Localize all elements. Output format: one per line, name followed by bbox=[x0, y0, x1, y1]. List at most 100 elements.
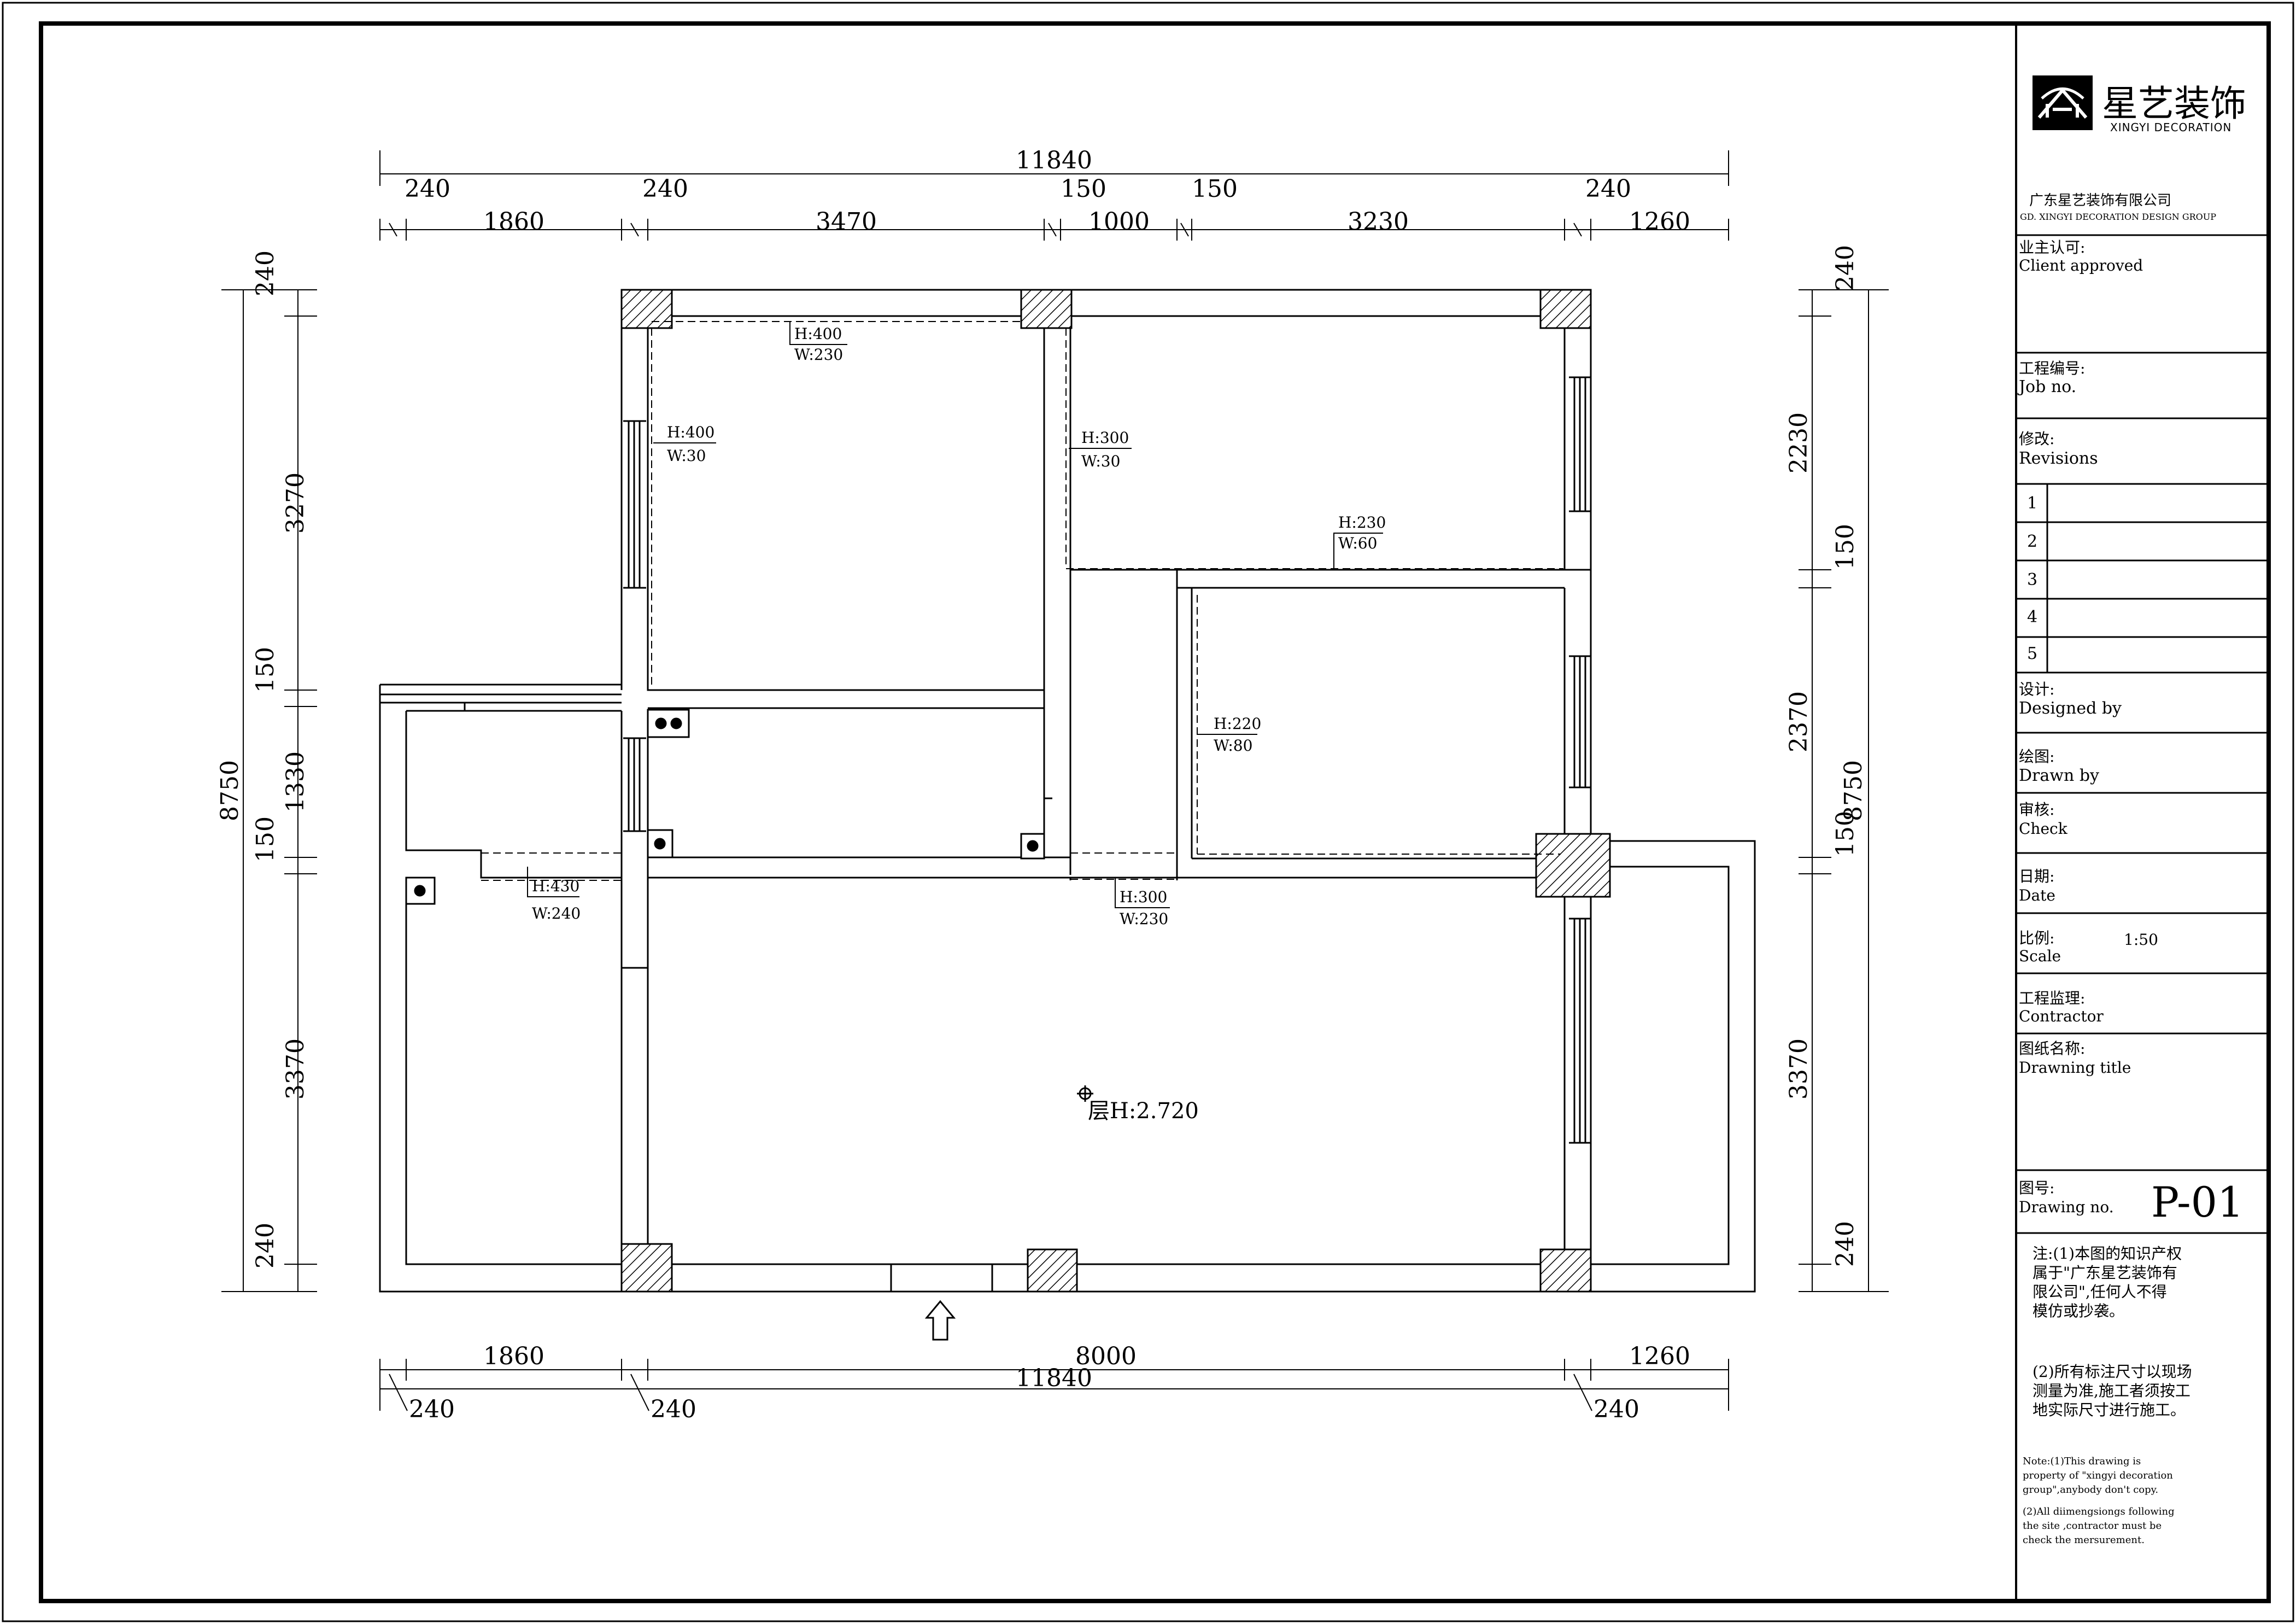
dim-top-room-4: 3230 bbox=[1348, 208, 1409, 236]
dim-top-room-2: 3470 bbox=[816, 208, 877, 236]
logo-cn-name: 星艺装饰 bbox=[2102, 83, 2246, 125]
dim-left-4: 1330 bbox=[282, 751, 309, 813]
title-block bbox=[2016, 234, 2269, 1234]
beam2-width: W:30 bbox=[667, 447, 706, 465]
beam3-width: W:30 bbox=[1081, 452, 1120, 470]
revision-row-4: 4 bbox=[2027, 607, 2037, 627]
floor-plan bbox=[379, 289, 1756, 1293]
dim-top-wall-3: 150 bbox=[1061, 175, 1106, 203]
note-cn-1a: 注:(1)本图的知识产权 bbox=[2033, 1245, 2182, 1263]
designed-by-en: Designed by bbox=[2019, 699, 2122, 718]
dim-top-wall-1: 240 bbox=[405, 175, 450, 203]
dim-left-5: 150 bbox=[251, 816, 279, 862]
beam1-width: W:230 bbox=[794, 346, 843, 364]
beam3-height: H:300 bbox=[1081, 429, 1129, 447]
dim-right-total: 8750 bbox=[1840, 760, 1867, 821]
beam-annotations: H:400 W:230 H:400 W:30 H:300 W:30 H:230 … bbox=[532, 325, 1386, 928]
dim-left-1: 240 bbox=[251, 250, 279, 296]
dim-left-2: 3270 bbox=[282, 472, 309, 534]
beam4-height: H:230 bbox=[1338, 513, 1386, 531]
dimension-text-right: 240 2230 150 2370 8750 150 3370 240 bbox=[1785, 245, 1867, 1267]
drawing-no-value: P-01 bbox=[2151, 1178, 2244, 1226]
note-en-2b: the site ,contractor must be bbox=[2023, 1520, 2162, 1532]
note-en-1b: property of "xingyi decoration bbox=[2023, 1470, 2173, 1481]
dim-bottom-room-2: 8000 bbox=[1075, 1342, 1137, 1370]
drawing-title-cn: 图纸名称: bbox=[2019, 1039, 2085, 1058]
revisions-cn: 修改: bbox=[2019, 430, 2054, 448]
note-cn-1d: 模仿或抄袭。 bbox=[2033, 1302, 2124, 1320]
dim-bottom-total: 11840 bbox=[1016, 1364, 1092, 1392]
floor-height-label: 层H:2.720 bbox=[1088, 1099, 1199, 1124]
check-en: Check bbox=[2019, 820, 2068, 838]
dim-top-wall-4: 150 bbox=[1192, 175, 1238, 203]
revision-row-1: 1 bbox=[2027, 494, 2037, 513]
dim-right-1: 240 bbox=[1831, 245, 1859, 291]
drawing-no-cn: 图号: bbox=[2019, 1179, 2054, 1197]
scale-en: Scale bbox=[2019, 947, 2061, 965]
beam2-height: H:400 bbox=[667, 423, 714, 441]
beam7-width: W:230 bbox=[1120, 910, 1168, 928]
company-en: GD. XINGYI DECORATION DESIGN GROUP bbox=[2020, 212, 2216, 222]
dimension-text-left: 8750 240 3270 150 1330 150 3370 240 bbox=[216, 250, 309, 1269]
dim-bottom-room-1: 1860 bbox=[483, 1342, 544, 1370]
dim-left-3: 150 bbox=[251, 647, 279, 693]
dim-top-room-1: 1860 bbox=[483, 208, 544, 236]
client-approved-cn: 业主认可: bbox=[2019, 238, 2085, 256]
note-en-1a: Note:(1)This drawing is bbox=[2023, 1456, 2141, 1467]
dim-top-room-3: 1000 bbox=[1088, 208, 1150, 236]
contractor-cn: 工程监理: bbox=[2019, 989, 2085, 1007]
dim-bottom-wall-3: 240 bbox=[1594, 1395, 1639, 1423]
designed-by-cn: 设计: bbox=[2019, 680, 2054, 698]
beam5-width: W:80 bbox=[1214, 737, 1252, 755]
dim-left-6: 3370 bbox=[282, 1038, 309, 1100]
beam1-height: H:400 bbox=[794, 325, 842, 343]
logo-en-name: XINGYI DECORATION bbox=[2110, 121, 2231, 134]
beam7-height: H:300 bbox=[1120, 888, 1167, 906]
dimension-lines bbox=[221, 150, 1889, 1411]
dim-right-4: 2370 bbox=[1785, 691, 1813, 752]
dim-top-total: 11840 bbox=[1016, 147, 1092, 174]
job-no-en: Job no. bbox=[2017, 377, 2076, 396]
revision-row-2: 2 bbox=[2027, 532, 2037, 551]
dim-bottom-wall-1: 240 bbox=[409, 1395, 455, 1423]
check-cn: 审核: bbox=[2019, 801, 2054, 819]
revisions-en: Revisions bbox=[2019, 449, 2098, 468]
drawing-title-en: Drawning title bbox=[2019, 1059, 2131, 1077]
client-approved-en: Client approved bbox=[2019, 256, 2143, 274]
note-cn-2b: 测量为准,施工者须按工 bbox=[2033, 1382, 2190, 1400]
annotation-leaders bbox=[527, 322, 1383, 908]
dim-top-room-5: 1260 bbox=[1629, 208, 1690, 236]
company-cn: 广东星艺装饰有限公司 bbox=[2029, 192, 2171, 209]
scale-cn: 比例: bbox=[2019, 929, 2054, 947]
note-en-1c: group",anybody don't copy. bbox=[2023, 1484, 2158, 1496]
beam-lines bbox=[481, 321, 1563, 881]
title-block-text: 广东星艺装饰有限公司 GD. XINGYI DECORATION DESIGN … bbox=[2017, 192, 2244, 1546]
dim-right-6: 3370 bbox=[1785, 1038, 1813, 1100]
revision-row-5: 5 bbox=[2027, 644, 2037, 663]
structural-columns bbox=[620, 289, 1611, 1293]
note-en-2a: (2)All diimengsiongs following bbox=[2023, 1506, 2175, 1517]
utility-symbols bbox=[405, 709, 1045, 905]
dim-top-wall-2: 240 bbox=[642, 175, 688, 203]
beam4-width: W:60 bbox=[1338, 534, 1377, 552]
scale-value: 1:50 bbox=[2124, 931, 2158, 949]
note-cn-2c: 地实际尺寸进行施工。 bbox=[2033, 1401, 2186, 1419]
note-cn-1b: 属于"广东星艺装饰有 bbox=[2033, 1264, 2177, 1282]
beam5-height: H:220 bbox=[1214, 715, 1261, 733]
floor-height-marker bbox=[1077, 1085, 1093, 1102]
job-no-cn: 工程编号: bbox=[2019, 359, 2085, 377]
dim-bottom-room-3: 1260 bbox=[1629, 1342, 1690, 1370]
note-cn-1c: 限公司",任何人不得 bbox=[2033, 1283, 2167, 1301]
dim-top-wall-5: 240 bbox=[1585, 175, 1631, 203]
revision-row-3: 3 bbox=[2027, 570, 2037, 589]
dim-right-2: 2230 bbox=[1785, 412, 1813, 474]
drawn-by-cn: 绘图: bbox=[2019, 747, 2054, 766]
contractor-en: Contractor bbox=[2019, 1007, 2104, 1025]
date-en: Date bbox=[2019, 886, 2055, 904]
note-en-2c: check the mersurement. bbox=[2023, 1534, 2145, 1546]
drawing-no-en: Drawing no. bbox=[2019, 1198, 2114, 1216]
dim-right-3: 150 bbox=[1831, 524, 1859, 570]
date-cn: 日期: bbox=[2019, 867, 2054, 885]
